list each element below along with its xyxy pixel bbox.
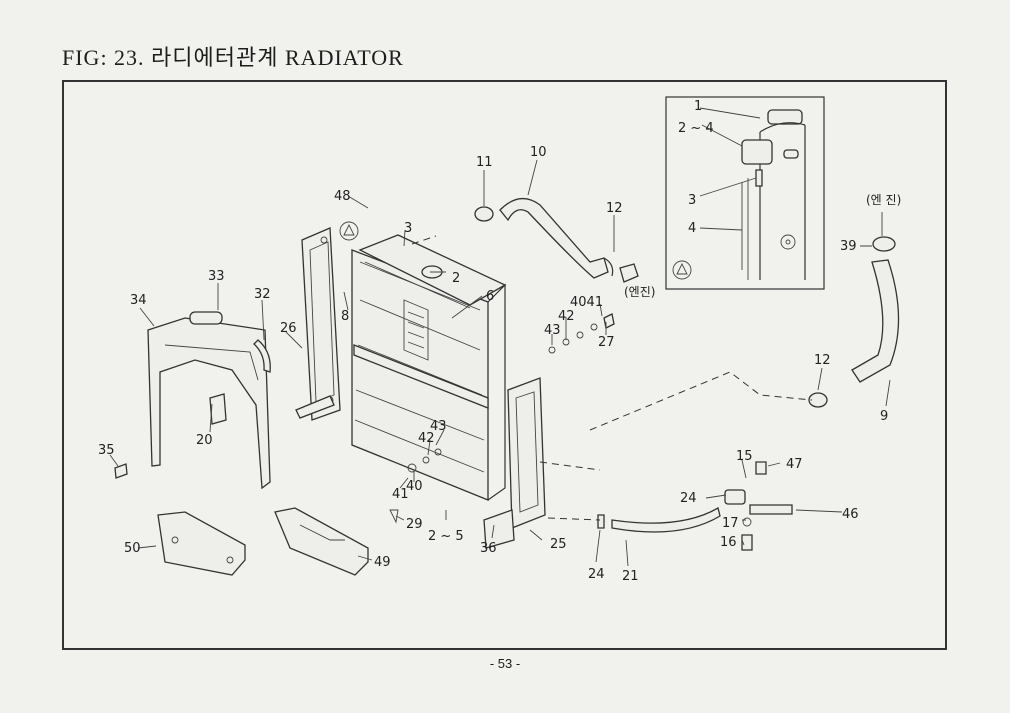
callout-3: 3 [404,221,412,236]
callout-2: 2 [452,271,460,286]
callout-20: 20 [196,433,213,448]
overflow-hose [597,461,793,551]
callout-12b: 12 [814,353,831,368]
callout-2-5: 2 ~ 5 [428,529,464,544]
connection-lines [411,235,813,521]
callout-27: 27 [598,335,615,350]
callout-16: 16 [720,535,737,550]
callout-24a: 24 [680,491,697,506]
callout-9: 9 [880,409,888,424]
inset-callout-4: 4 [688,221,696,236]
callout-43b: 43 [430,419,447,434]
callout-17: 17 [722,516,739,531]
leader-lines [109,159,891,567]
inset-callout-3: 3 [688,193,696,208]
callout-24b: 24 [588,567,605,582]
engine-label-b: (엔 진) [866,193,901,207]
callout-34: 34 [130,293,147,308]
engine-label-a: (엔진) [624,285,655,299]
callout-47: 47 [786,457,803,472]
lower-covers [157,507,369,576]
drain-fittings [389,313,615,524]
callout-4041: 4041 [570,295,603,310]
callout-35: 35 [98,443,115,458]
callout-39: 39 [840,239,857,254]
callout-40: 40 [406,479,423,494]
callout-10: 10 [530,145,547,160]
callout-46: 46 [842,507,859,522]
callout-49: 49 [374,555,391,570]
left-bracket [295,221,359,421]
callout-labels: (엔진) (엔 진) 1 2 ~ 4 3 4 48 3 2 6 8 11 10 … [98,99,901,584]
radiator-core [351,234,507,501]
callout-12a: 12 [606,201,623,216]
callout-41: 41 [392,487,409,502]
page-number: - 53 - [489,656,521,671]
inset-detail [665,96,825,290]
callout-26: 26 [280,321,297,336]
callout-33: 33 [208,269,225,284]
callout-21: 21 [622,569,639,584]
callout-42b: 42 [418,431,435,446]
callout-32: 32 [254,287,271,302]
right-bracket [483,377,546,549]
diagram-frame [62,80,947,650]
callout-11: 11 [476,155,493,170]
upper-hose [474,198,639,283]
callout-42a: 42 [558,309,575,324]
callout-48: 48 [334,189,351,204]
inset-callout-2-4: 2 ~ 4 [678,121,714,136]
callout-25: 25 [550,537,567,552]
callout-50: 50 [124,541,141,556]
callout-6: 6 [486,289,494,304]
callout-43a: 43 [544,323,561,338]
callout-15: 15 [736,449,753,464]
page-title: FIG: 23. 라디에터관계 RADIATOR [62,45,404,70]
inset-callout-1: 1 [694,99,702,114]
lower-hose [808,236,900,408]
fan-shroud [114,311,271,490]
callout-29: 29 [406,517,423,532]
callout-8: 8 [341,309,349,324]
callout-36: 36 [480,541,497,556]
